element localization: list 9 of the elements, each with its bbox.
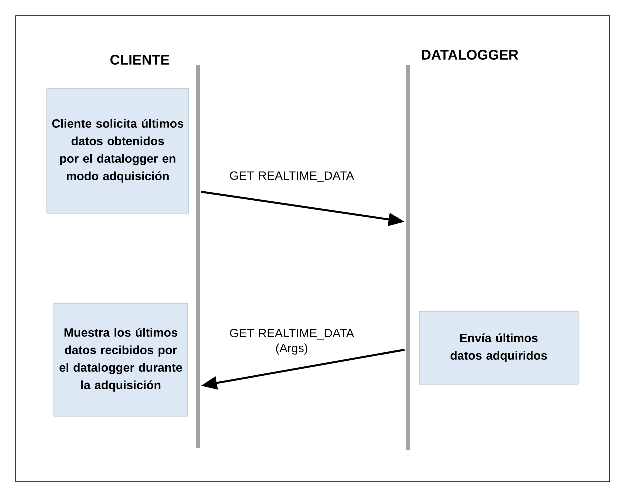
edge-label: GET REALTIME_DATA (Args) (230, 329, 354, 355)
lifeline (196, 66, 200, 448)
process-box: Cliente solicita últimos datos obtenidos por el datalogger en modo adquisición (46, 88, 190, 214)
process-box: Muestra los últimos datos recibidos por el datalogger durante la adquisición (54, 303, 188, 417)
lifeline (406, 66, 410, 450)
column-header: DATALOGGER (422, 50, 518, 60)
edge-label: GET REALTIME_DATA (230, 172, 354, 182)
process-box: Envía últimos datos adquiridos (419, 311, 579, 385)
column-header: CLIENTE (110, 55, 170, 65)
